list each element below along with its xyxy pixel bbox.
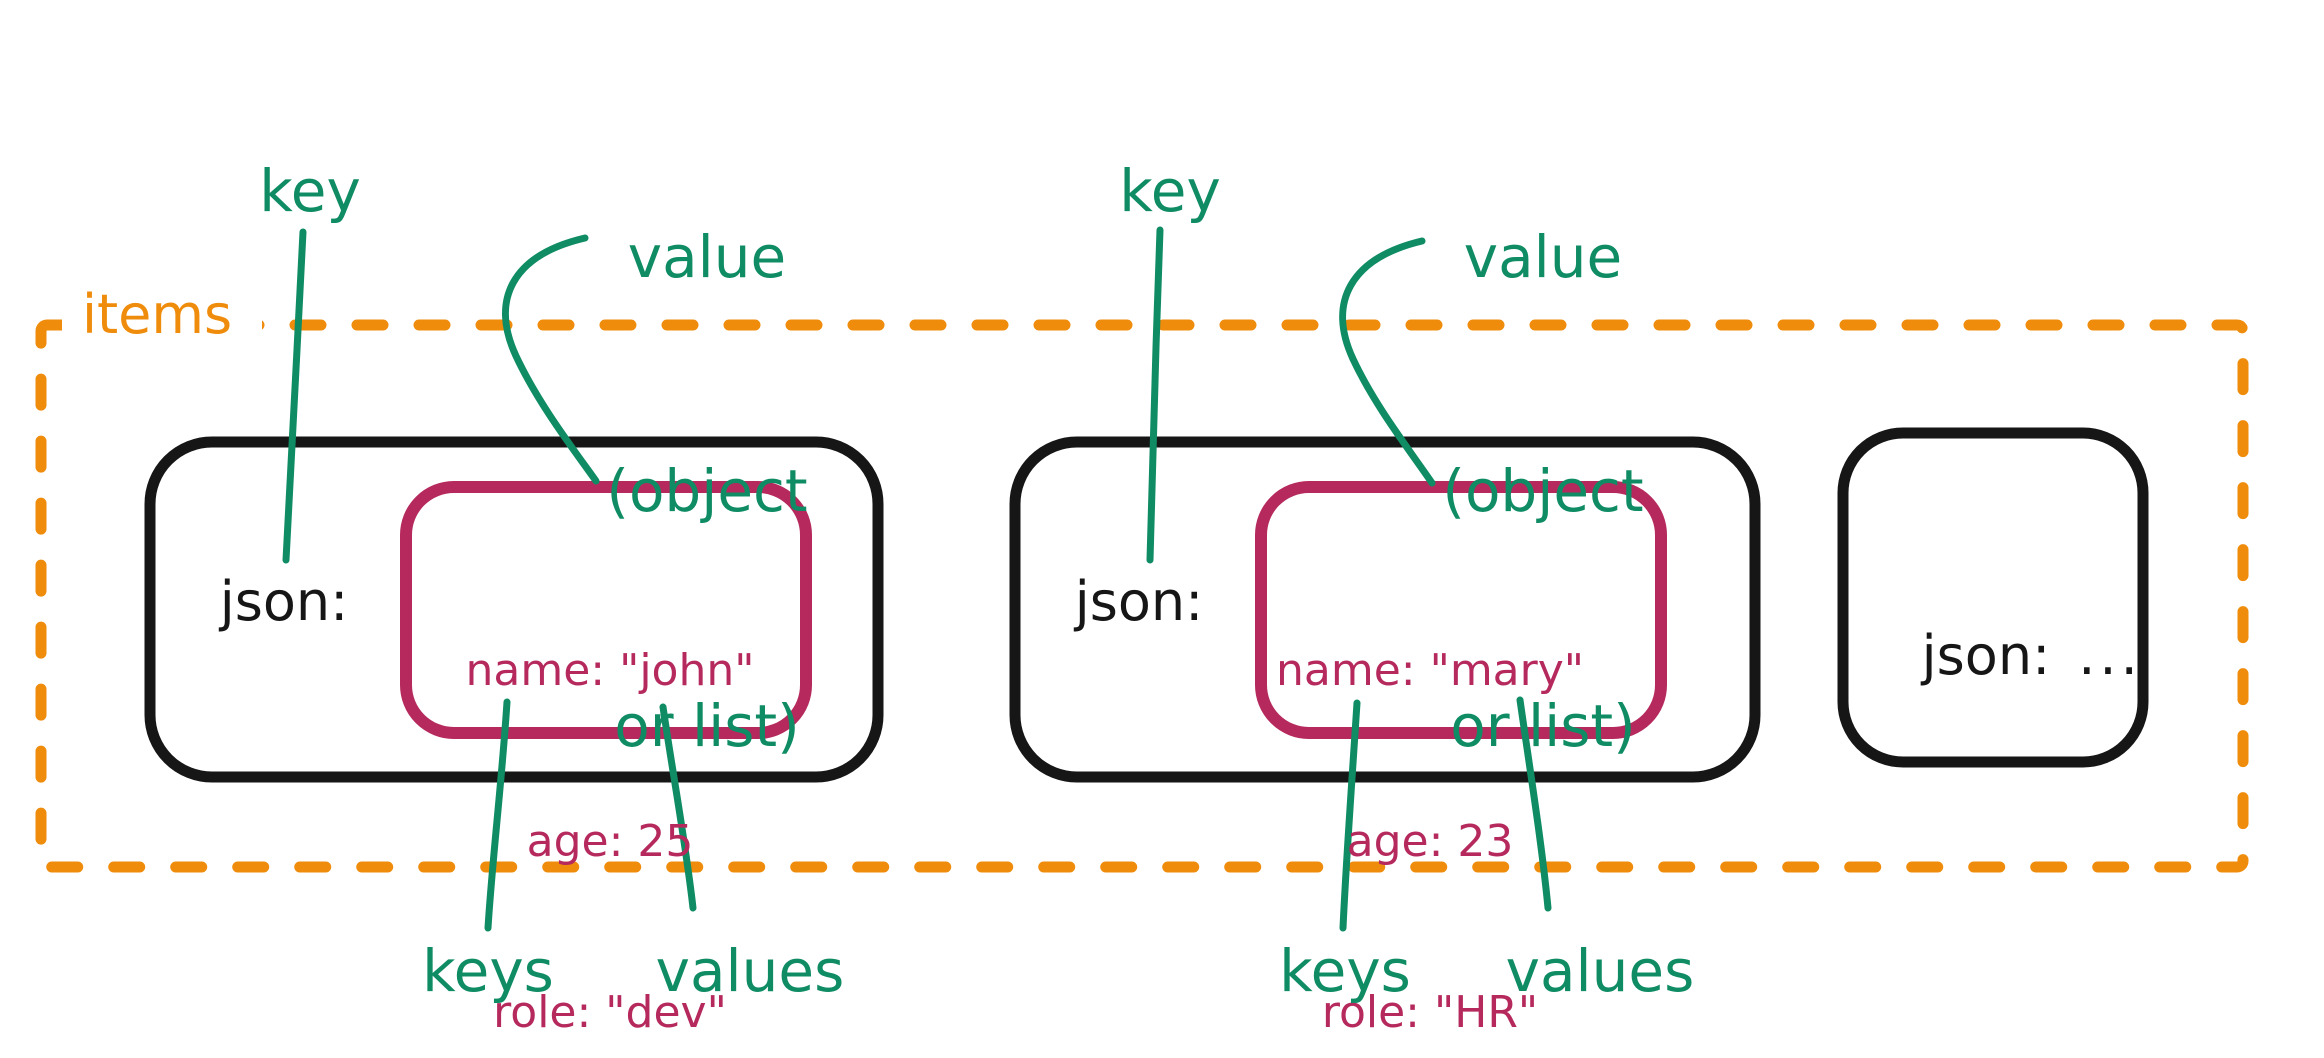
record-card-3-border	[1837, 427, 2149, 768]
items-label: items	[82, 283, 233, 346]
value-annotation-2-line-3: or list)	[1450, 692, 1636, 761]
record-card-1-border	[144, 436, 884, 783]
object-fields-2: name: "mary" age: 23 role: "HR"	[1230, 528, 1630, 1058]
items-group-border	[35, 319, 2249, 873]
keys-annotation-1: keys	[422, 937, 554, 1005]
keys-pointer-line-1	[484, 698, 511, 932]
object-field-name-2: name: "mary"	[1275, 645, 1585, 696]
value-pointer-curve-1	[502, 234, 600, 485]
value-annotation-2-line-1: value	[1463, 222, 1623, 291]
value-annotation-2: value (object or list)	[1418, 61, 1668, 922]
keys-annotation-2: keys	[1279, 937, 1411, 1005]
key-pointer-line-1	[282, 228, 307, 564]
value-annotation-1-line-3: or list)	[614, 692, 800, 761]
object-field-age-1: age: 25	[526, 816, 694, 867]
value-annotation-1-line-2: (object	[606, 457, 808, 526]
values-annotation-1: values	[655, 937, 845, 1005]
json-key-label-2: json:	[1074, 570, 1204, 633]
json-key-label-3: json:...	[1853, 575, 2138, 737]
values-pointer-line-2	[1516, 696, 1552, 912]
value-annotation-1-line-1: value	[627, 222, 787, 291]
object-field-role-2: role: "HR"	[1321, 987, 1539, 1038]
items-label-mask	[62, 310, 262, 342]
json-key-label-3-key: json:	[1921, 624, 2051, 687]
object-box-1-border	[400, 481, 812, 739]
object-fields-1: name: "john" age: 25 role: "dev"	[410, 528, 810, 1058]
object-field-name-1: name: "john"	[465, 645, 755, 696]
key-annotation-1: key	[259, 157, 361, 225]
values-annotation-2: values	[1505, 937, 1695, 1005]
json-key-label-1: json:	[219, 570, 349, 633]
object-field-role-1: role: "dev"	[493, 987, 727, 1038]
ellipsis-indicator: ...	[2078, 624, 2142, 687]
key-pointer-line-2	[1146, 226, 1164, 564]
value-annotation-2-line-2: (object	[1442, 457, 1644, 526]
keys-pointer-line-2	[1339, 699, 1361, 932]
values-pointer-line-1	[659, 703, 697, 912]
object-field-age-2: age: 23	[1346, 816, 1514, 867]
object-box-2-border	[1255, 481, 1667, 739]
key-annotation-2: key	[1119, 157, 1221, 225]
record-card-2-border	[1009, 436, 1761, 783]
value-pointer-curve-2	[1339, 237, 1436, 487]
value-annotation-1: value (object or list)	[582, 61, 832, 922]
